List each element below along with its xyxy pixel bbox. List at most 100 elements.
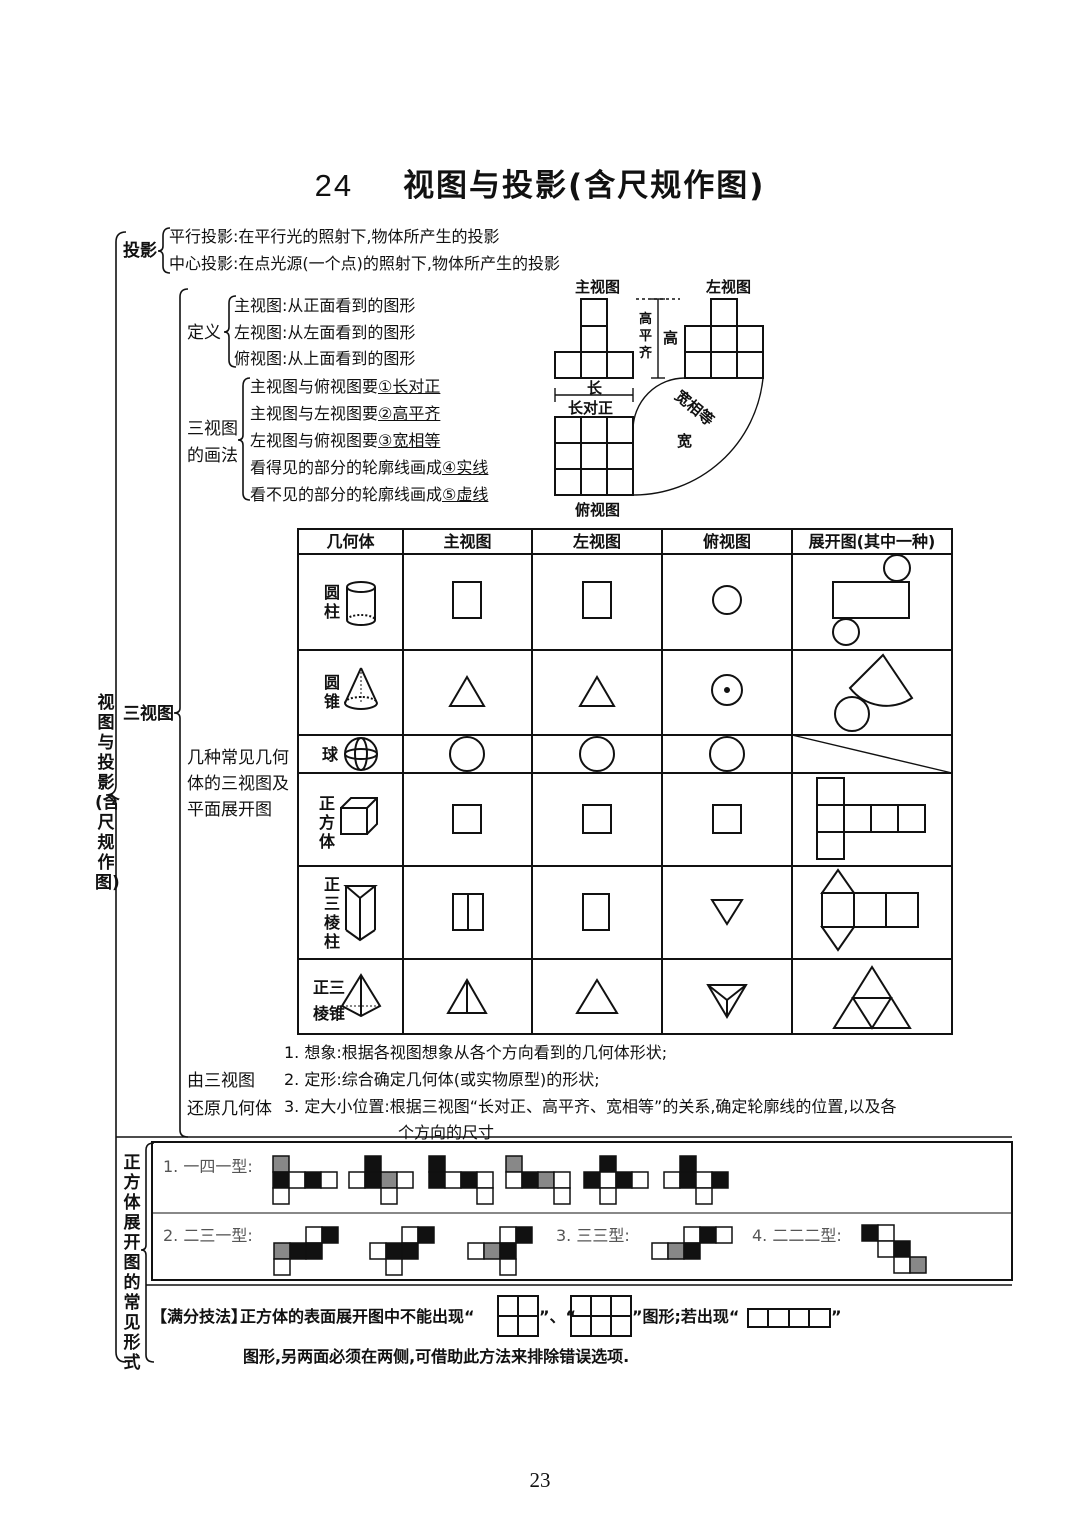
definition-item: 主视图:从正面看到的图形 — [234, 296, 416, 315]
three-views-brace — [173, 288, 189, 1138]
net-square — [515, 1226, 533, 1244]
net-square — [401, 1226, 419, 1244]
net-square — [273, 1258, 291, 1276]
net-square — [683, 1226, 701, 1244]
net-square — [583, 1171, 601, 1189]
net-square — [321, 1226, 339, 1244]
restore-step: 个方向的尺寸 — [398, 1123, 495, 1142]
net-square — [305, 1226, 323, 1244]
net-square — [272, 1187, 290, 1205]
net-square — [877, 1224, 895, 1242]
net-square — [505, 1171, 523, 1189]
solid-name-cube: 正方体 — [318, 794, 335, 851]
cube-net-brace — [140, 1142, 155, 1363]
net-square — [483, 1242, 501, 1260]
net-square — [467, 1242, 485, 1260]
table-header: 主视图 — [443, 532, 492, 551]
drawing-rule: 看不见的部分的轮廓线画成⑤虚线 — [250, 485, 489, 504]
tip-label: 【满分技法】 — [151, 1307, 248, 1326]
net-square — [385, 1242, 403, 1260]
net-type-2: 2. 二三一型: — [163, 1226, 253, 1245]
net-square — [631, 1171, 649, 1189]
restore-step: 3. 定大小位置:根据三视图“长对正、高平齐、宽相等”的关系,确定轮廓线的位置,… — [284, 1097, 897, 1116]
diagram-length-align-label: 长对正 — [568, 399, 614, 417]
net-square — [553, 1171, 571, 1189]
net-square — [380, 1171, 398, 1189]
solid-name-sphere: 球 — [321, 745, 338, 764]
three-views-label: 三视图 — [123, 704, 174, 724]
central-projection: 中心投影:在点光源(一个点)的照射下,物体所产生的投影 — [169, 254, 560, 273]
net-square — [599, 1155, 617, 1173]
net-square — [615, 1171, 633, 1189]
common-solids-label: 几种常见几何体的三视图及平面展开图 — [187, 748, 289, 820]
net-square — [679, 1155, 697, 1173]
cube-net-label: 正方体展开图的常见形式 — [123, 1153, 141, 1373]
net-square — [909, 1256, 927, 1274]
definition-item: 俯视图:从上面看到的图形 — [234, 349, 416, 368]
cylinder-views — [346, 554, 911, 646]
definition-item: 左视图:从左面看到的图形 — [234, 323, 416, 342]
drawing-label: 三视图 — [187, 419, 238, 439]
solids-table — [297, 528, 953, 1035]
net-square — [288, 1171, 306, 1189]
parallel-projection: 平行投影:在平行光的照射下,物体所产生的投影 — [169, 227, 500, 246]
net-square — [385, 1258, 403, 1276]
outer-brace — [105, 231, 127, 1363]
net-square — [679, 1171, 697, 1189]
net-square — [499, 1258, 517, 1276]
triangular-prism-views — [343, 868, 919, 952]
definition-brace — [223, 295, 237, 368]
net-square — [369, 1242, 387, 1260]
page-number: 23 — [529, 1468, 551, 1492]
net-square — [460, 1171, 478, 1189]
net-square — [444, 1171, 462, 1189]
net-square — [499, 1242, 517, 1260]
net-square — [428, 1171, 446, 1189]
net-square — [364, 1155, 382, 1173]
projection-brace — [157, 227, 171, 274]
net-square — [320, 1171, 338, 1189]
net-square — [505, 1155, 523, 1173]
sphere-views — [344, 734, 953, 774]
table-header: 几何体 — [326, 532, 375, 551]
net-square — [683, 1242, 701, 1260]
drawing-label: 的画法 — [187, 446, 238, 466]
solid-name-cone: 圆锥 — [323, 673, 340, 711]
net-square — [537, 1171, 555, 1189]
drawing-brace — [237, 377, 251, 501]
net-square — [893, 1240, 911, 1258]
tip-text: ”图形;若出现“ — [632, 1307, 740, 1326]
diagram-length-label: 长 — [587, 379, 603, 397]
table-header: 展开图(其中一种) — [808, 532, 936, 551]
section-label-vertical: 视图与投影(含尺规作图) — [95, 693, 120, 893]
net-square — [476, 1187, 494, 1205]
net-square — [289, 1242, 307, 1260]
triangular-pyramid-views — [340, 965, 912, 1030]
net-square — [861, 1224, 879, 1242]
tip-text-line2: 图形,另两面必须在两侧,可借助此方法来排除错误选项. — [243, 1347, 630, 1366]
net-square — [304, 1171, 322, 1189]
solid-name-triangular-prism: 正三棱柱 — [323, 875, 340, 951]
table-header: 俯视图 — [702, 532, 751, 551]
cube-views — [340, 777, 926, 860]
diagram-top-label: 俯视图 — [575, 501, 621, 519]
net-square — [893, 1256, 911, 1274]
net-square — [272, 1155, 290, 1173]
net-square — [499, 1226, 517, 1244]
net-square — [695, 1187, 713, 1205]
net-square — [599, 1187, 617, 1205]
solid-name-triangular-pyramid: 正三棱锥 — [312, 978, 345, 1023]
net-square — [272, 1171, 290, 1189]
net-square — [663, 1171, 681, 1189]
restore-label: 还原几何体 — [187, 1099, 272, 1119]
tip-text: ”、“ — [539, 1307, 577, 1326]
net-square — [877, 1240, 895, 1258]
net-square — [711, 1171, 729, 1189]
definition-label: 定义 — [187, 323, 221, 343]
net-square — [348, 1171, 366, 1189]
solid-name-cylinder: 圆柱 — [323, 583, 340, 621]
cube-nets-box — [151, 1141, 1013, 1281]
diagram-front-label: 主视图 — [575, 278, 621, 296]
